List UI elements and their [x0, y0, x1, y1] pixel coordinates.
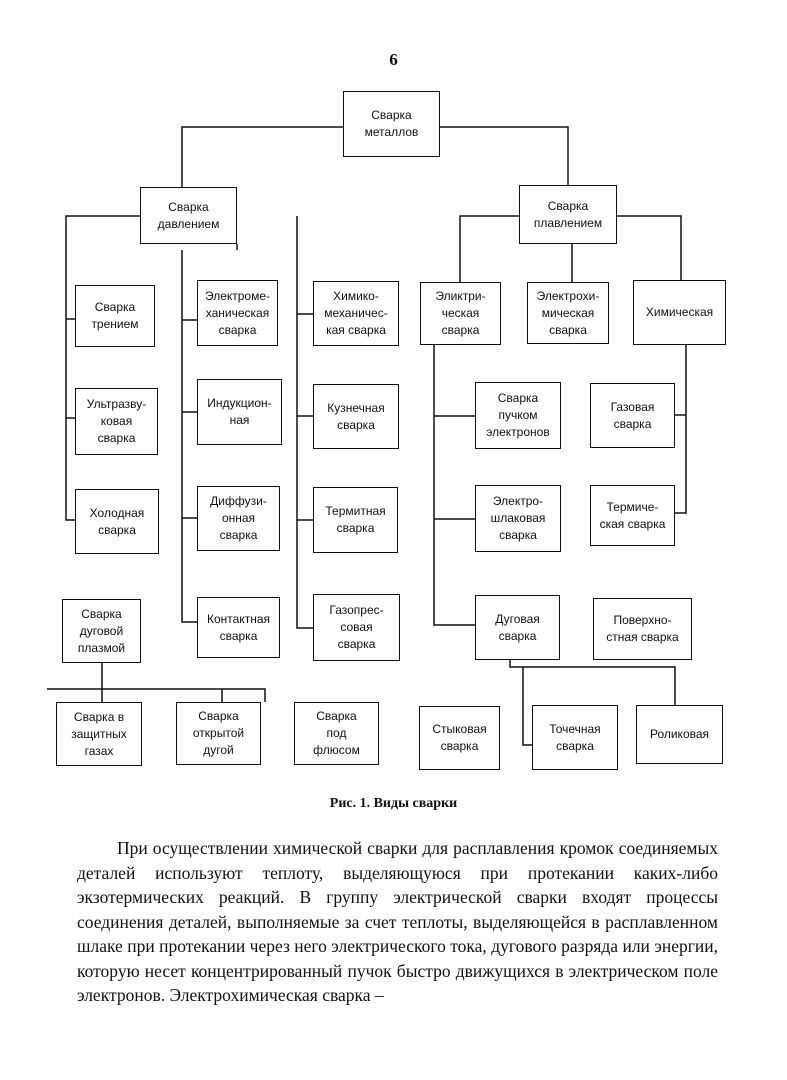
- node-contact-welding: Контактная сварка: [197, 597, 280, 658]
- diagram-connectors: [47, 126, 687, 746]
- node-surface-welding: Поверхно- стная сварка: [593, 598, 692, 660]
- connector-root: [181, 126, 569, 187]
- connector-pressure-branches: [65, 215, 313, 629]
- node-spot-welding: Точечная сварка: [532, 705, 618, 770]
- connector-plasma-branches: [47, 660, 676, 746]
- node-gas-press-welding: Газопрес- совая сварка: [313, 594, 400, 661]
- node-arc-welding: Дуговая сварка: [475, 595, 560, 660]
- node-thermic-welding: Термиче- ская сварка: [590, 485, 675, 546]
- node-cold-welding: Холодная сварка: [75, 489, 159, 554]
- body-paragraph: При осуществлении химической сварки для …: [77, 838, 718, 1005]
- node-electromechanical-welding: Электроме- ханическая сварка: [197, 280, 278, 346]
- node-arc-plasma-welding: Сварка дуговой плазмой: [62, 599, 141, 663]
- node-electric-welding: Эликтри- ческая сварка: [420, 282, 501, 345]
- node-submerged-arc-welding: Сварка под флюсом: [294, 702, 379, 765]
- node-butt-welding: Стыковая сварка: [419, 706, 500, 770]
- node-diffusion-welding: Диффузи- онная сварка: [197, 486, 280, 551]
- node-metal-welding: Сварка металлов: [343, 91, 440, 157]
- welding-types-diagram: Сварка металлов Сварка давлением Сварка …: [47, 91, 726, 770]
- node-electrochemical-welding: Электрохи- мическая сварка: [527, 282, 609, 344]
- node-shielded-gas-welding: Сварка в защитных газах: [56, 702, 142, 766]
- node-pressure-welding: Сварка давлением: [140, 187, 237, 244]
- connector-fusion-branches: [433, 215, 687, 626]
- node-fusion-welding: Сварка плавлением: [519, 185, 617, 244]
- node-open-arc-welding: Сварка открытой дугой: [176, 702, 261, 765]
- node-induction-welding: Индукцион- ная: [197, 379, 282, 445]
- page-number: 6: [389, 50, 398, 69]
- figure-caption: Рис. 1. Виды сварки: [329, 796, 458, 811]
- node-electron-beam-welding: Сварка пучком электронов: [475, 382, 561, 449]
- node-forge-welding: Кузнечная сварка: [313, 384, 399, 449]
- node-chemical-mechanical-welding: Химико- механичес- кая сварка: [313, 281, 399, 346]
- node-roller-welding: Роликовая: [636, 705, 723, 764]
- node-gas-welding: Газовая сварка: [590, 383, 675, 448]
- body-paragraph-block: При осуществлении химической сварки для …: [77, 836, 718, 1008]
- node-friction-welding: Сварка трением: [75, 285, 155, 347]
- node-thermite-welding: Термитная сварка: [313, 487, 398, 553]
- node-ultrasonic-welding: Ультразву- ковая сварка: [75, 388, 158, 455]
- node-chemical-welding: Химическая: [633, 280, 726, 345]
- node-electroslag-welding: Электро- шлаковая сварка: [475, 485, 561, 552]
